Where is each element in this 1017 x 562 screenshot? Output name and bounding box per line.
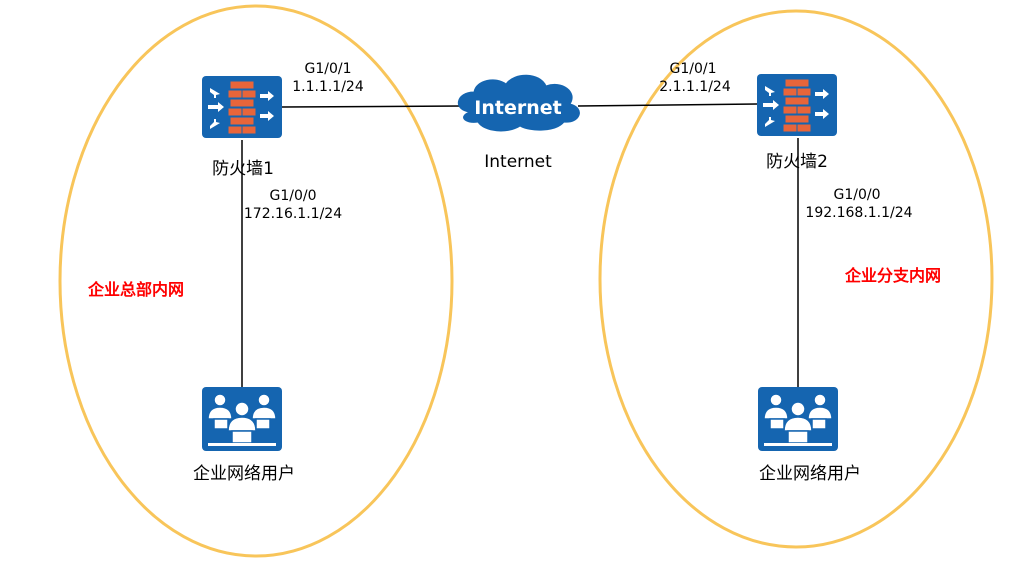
fw1-lan-ip: 172.16.1.1/24 [243, 206, 343, 222]
link-fw1-internet [281, 105, 463, 108]
hq-zone-outline [58, 4, 454, 558]
users1-label: 企业网络用户 [193, 464, 295, 484]
branch-zone-outline [598, 9, 994, 549]
link-internet-fw2 [577, 103, 758, 107]
fw1-lan-port: G1/0/0 [269, 188, 317, 204]
internet-label: Internet [484, 152, 552, 172]
fw2-wan-port: G1/0/1 [669, 61, 717, 77]
fw1-wan-ip: 1.1.1.1/24 [292, 79, 364, 95]
fw1-wan-port: G1/0/1 [304, 61, 352, 77]
cloud-icon: Internet [458, 74, 580, 132]
cloud-icon-text: Internet [474, 97, 561, 119]
firewall-icon [201, 75, 283, 139]
user-group-icon [757, 386, 839, 452]
fw2-lan-ip: 192.168.1.1/24 [805, 205, 913, 221]
fw2-lan-port: G1/0/0 [833, 187, 881, 203]
fw2-name: 防火墙2 [766, 152, 828, 172]
branch-zone-label: 企业分支内网 [844, 266, 941, 285]
fw1-name: 防火墙1 [212, 159, 274, 179]
user-group-icon [201, 386, 283, 452]
users2-label: 企业网络用户 [759, 464, 861, 484]
fw2-wan-ip: 2.1.1.1/24 [659, 79, 731, 95]
firewall-icon [756, 73, 838, 137]
hq-zone-label: 企业总部内网 [87, 280, 184, 299]
